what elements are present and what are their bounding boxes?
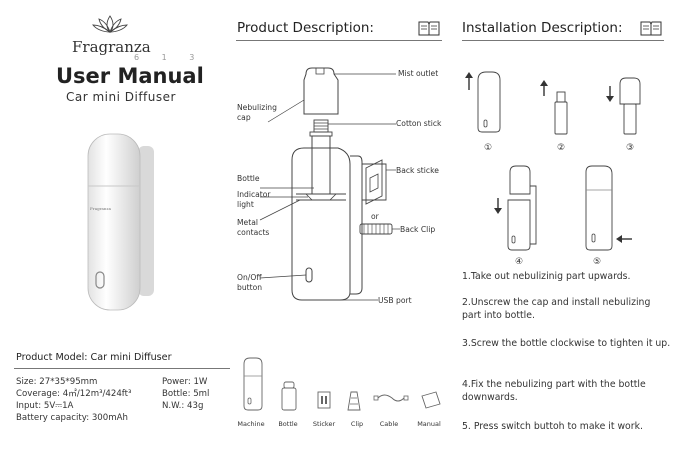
label-bottle: Bottle	[237, 174, 260, 183]
label-or: or	[371, 212, 379, 221]
install-step-1: 1.Take out nebulizinig part upwards.	[462, 271, 631, 282]
product-model: Product Model: Car mini Diffuser	[16, 352, 172, 363]
spec-size: Size: 27*35*95mm	[16, 377, 98, 387]
specs-left: Size: 27*35*95mm Coverage: 4㎡/12m³/424ft…	[16, 376, 132, 424]
install-step-3: 3.Screw the bottle clockwise to tighten …	[462, 338, 671, 349]
step-number-2: ②	[557, 143, 566, 153]
product-description-divider	[236, 40, 442, 41]
step-number-3: ③	[626, 143, 635, 153]
install-step-2: 2.Unscrew the cap and install nebulizing…	[462, 297, 651, 321]
label-metal-contacts: Metal contacts	[237, 218, 270, 237]
spec-bottle: Bottle: 5ml	[162, 389, 210, 399]
step-number-1: ①	[484, 143, 493, 153]
spec-input: Input: 5V⎓1A	[16, 401, 74, 411]
label-on-off-button: On/Off button	[237, 273, 263, 292]
accessory-clip: Clip	[350, 420, 364, 428]
accessory-icons	[243, 357, 441, 411]
spec-coverage: Coverage: 4㎡/12m³/424ft³	[16, 389, 132, 399]
product-description-title: Product Description:	[237, 20, 374, 36]
accessory-machine: Machine	[237, 420, 265, 428]
book-icon	[640, 21, 662, 36]
lotus-logo-icon	[92, 15, 128, 33]
label-cotton-stick: Cotton stick	[396, 119, 442, 128]
label-nebulizing-cap: Nebulizing cap	[237, 103, 277, 122]
label-back-sticker: Back sticke	[396, 166, 439, 175]
book-icon	[418, 21, 440, 36]
accessory-bottle: Bottle	[278, 420, 298, 428]
exploded-diagram	[259, 67, 400, 301]
spec-power: Power: 1W	[162, 377, 208, 387]
product-photo	[87, 133, 154, 311]
step-number-4: ④	[515, 257, 524, 267]
accessory-sticker: Sticker	[312, 420, 336, 428]
install-step-4: 4.Fix the nebulizing part with the bottl…	[462, 379, 646, 403]
brand-subtext: 6 1 3	[134, 53, 205, 62]
label-indicator-light: Indicator light	[237, 190, 271, 209]
spec-weight: N.W.: 43g	[162, 401, 204, 411]
manual-subtitle: Car mini Diffuser	[66, 90, 176, 104]
install-step-5: 5. Press switch buttoh to make it work.	[462, 421, 643, 432]
accessory-manual: Manual	[417, 420, 441, 428]
device-brand-print: Fragranza	[90, 206, 111, 211]
label-usb-port: USB port	[378, 296, 412, 305]
accessory-cable: Cable	[379, 420, 399, 428]
installation-divider	[462, 40, 664, 41]
installation-title: Installation Description:	[462, 20, 623, 36]
label-mist-outlet: Mist outlet	[398, 69, 439, 78]
installation-diagrams	[465, 71, 641, 251]
model-divider	[14, 368, 230, 369]
specs-right: Power: 1W Bottle: 5ml N.W.: 43g	[162, 376, 209, 412]
step-number-5: ⑤	[593, 257, 602, 267]
label-back-clip: Back Clip	[400, 225, 436, 234]
brand-name: Fragranza	[72, 38, 151, 56]
manual-title: User Manual	[56, 64, 204, 88]
spec-battery: Battery capacity: 300mAh	[16, 413, 128, 423]
